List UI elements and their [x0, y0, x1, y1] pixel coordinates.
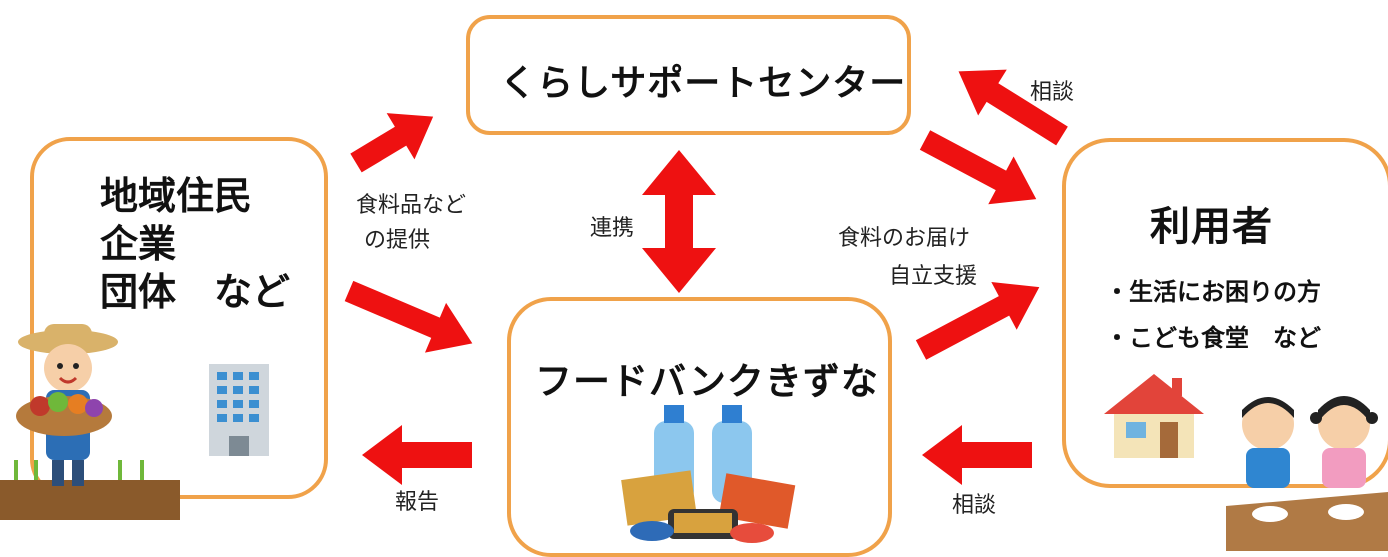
arrow-foodbank-to-community — [362, 425, 472, 485]
community-line-groups: 団体 など — [100, 270, 291, 314]
users-item-needy: ・生活にお困りの方 — [1105, 278, 1321, 306]
delivery-label: 食料のお届け — [838, 226, 971, 251]
arrow-center-foodbank-double — [642, 150, 716, 293]
users-item-kids-cafeteria: ・こども食堂 など — [1105, 324, 1321, 352]
donation-label-line2: の提供 — [364, 228, 431, 253]
arrow-foodbank-to-users — [915, 282, 1040, 360]
arrow-center-to-users — [919, 130, 1037, 205]
community-line-residents: 地域住民 — [100, 174, 253, 218]
center-title: くらしサポートセンター — [500, 63, 907, 104]
cooperation-label: 連携 — [590, 216, 635, 241]
arrow-users-to-foodbank — [922, 425, 1032, 485]
users-items: ・生活にお困りの方 ・こども食堂 など — [1105, 269, 1321, 361]
office-building-icon — [209, 364, 269, 456]
arrow-users-to-center — [958, 69, 1068, 146]
consult-bottom-label: 相談 — [952, 493, 997, 518]
consult-top-label: 相談 — [1030, 80, 1075, 105]
report-label: 報告 — [395, 490, 440, 515]
farmer-icon — [0, 324, 180, 520]
center-box — [466, 15, 911, 135]
community-title: 地域住民 企業 団体 など — [100, 172, 290, 316]
donation-label-line1: 食料品など — [356, 193, 467, 218]
arrow-community-to-center — [350, 113, 434, 173]
arrow-community-to-foodbank — [344, 280, 473, 353]
support-label: 自立支援 — [889, 264, 978, 289]
community-line-companies: 企業 — [100, 222, 177, 266]
donation-label: 食料品など の提供 — [356, 188, 466, 258]
foodbank-title: フードバンクきずな — [535, 360, 879, 403]
water-bottles-food-icon — [621, 405, 796, 543]
children-eating-icon — [1226, 396, 1388, 551]
users-title: 利用者 — [1150, 204, 1273, 250]
house-icon — [1104, 374, 1204, 458]
